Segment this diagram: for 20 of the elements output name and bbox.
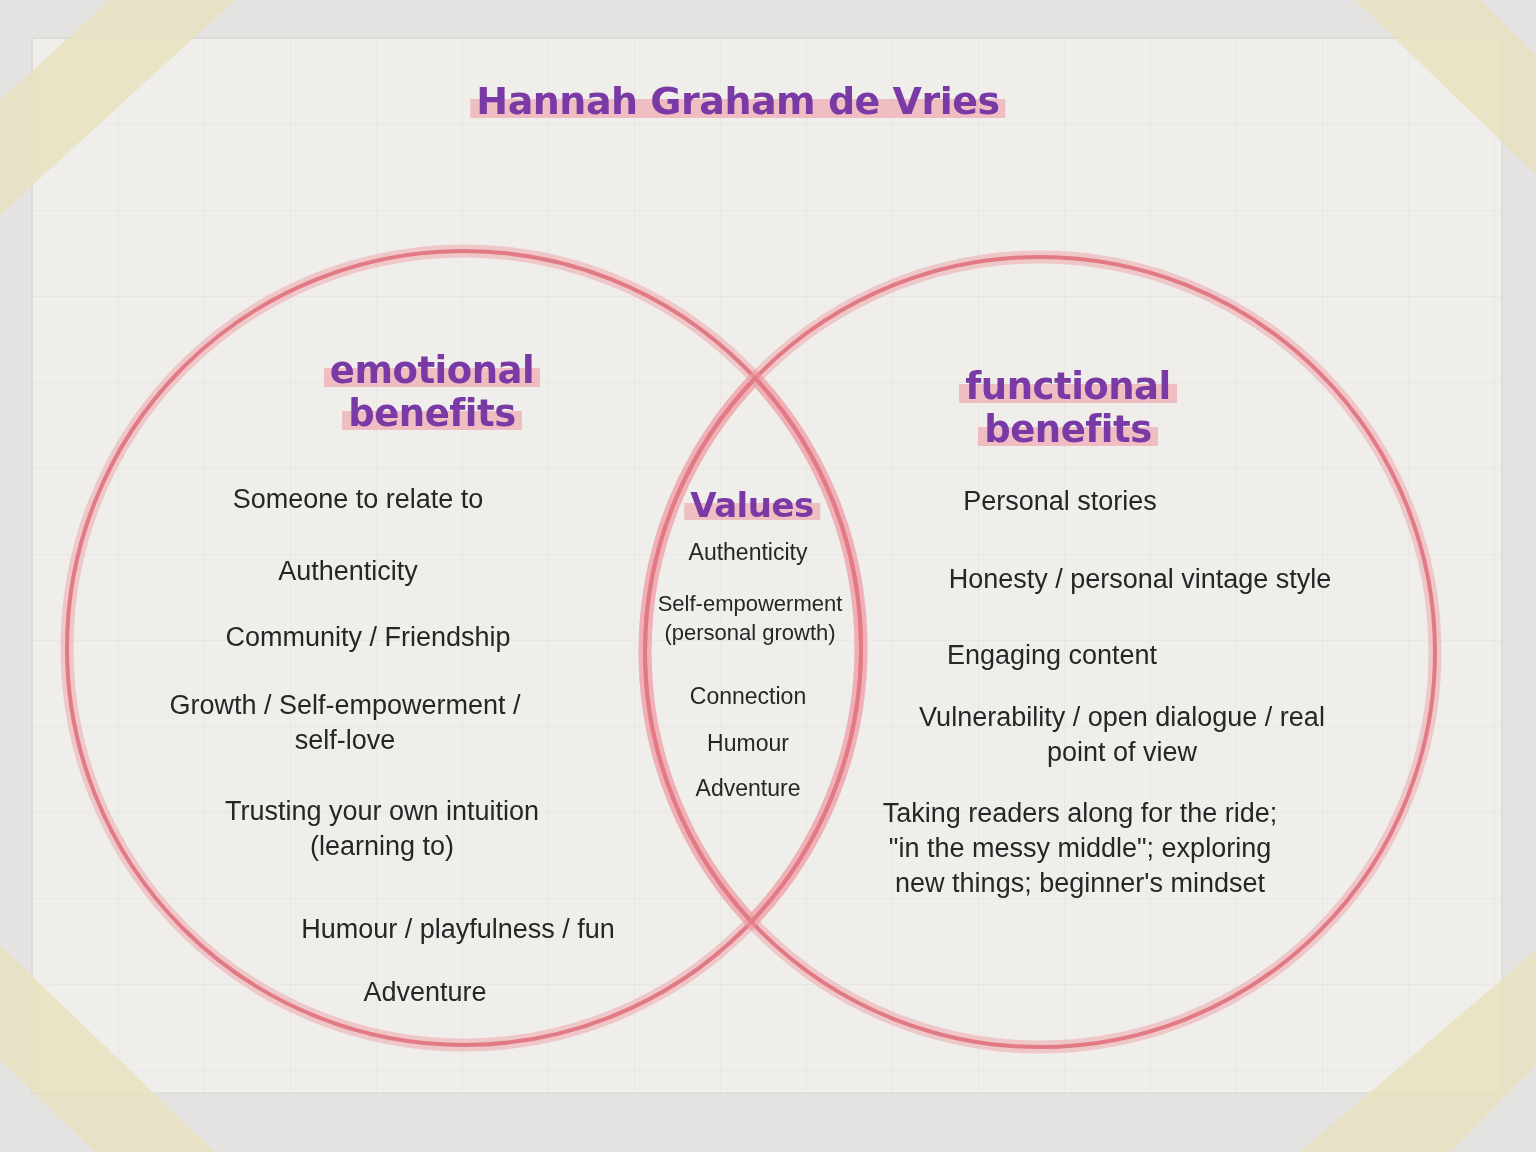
value-text: Connection xyxy=(689,682,807,711)
benefit-text: Honesty / personal vintage style xyxy=(948,563,1332,596)
benefit-text: Authenticity xyxy=(278,555,418,588)
value-text: Adventure xyxy=(695,774,801,803)
benefit-text: Humour / playfulness / fun xyxy=(301,913,615,946)
benefit-text: Adventure xyxy=(363,976,487,1009)
benefit-text: Vulnerability / open dialogue / real point of view xyxy=(918,701,1326,770)
venn-circle xyxy=(59,243,869,1053)
benefit-text: Someone to relate to xyxy=(232,483,484,516)
value-text: Authenticity xyxy=(688,538,808,567)
benefit-text: Community / Friendship xyxy=(225,621,511,654)
benefit-text: Engaging content xyxy=(946,639,1158,672)
venn-circle xyxy=(637,249,1443,1055)
value-text: Self-empowerment (personal growth) xyxy=(656,590,844,647)
benefit-text: Growth / Self-empowerment / self-love xyxy=(168,689,522,758)
benefit-text: Trusting your own intuition (learning to) xyxy=(223,795,541,864)
value-text: Humour xyxy=(707,729,789,758)
benefit-text: Personal stories xyxy=(963,485,1157,518)
venn-overlap xyxy=(637,370,869,930)
benefit-text: Taking readers along for the ride; "in the messy middle"; exploring new things; beginner's mindset xyxy=(881,797,1279,901)
